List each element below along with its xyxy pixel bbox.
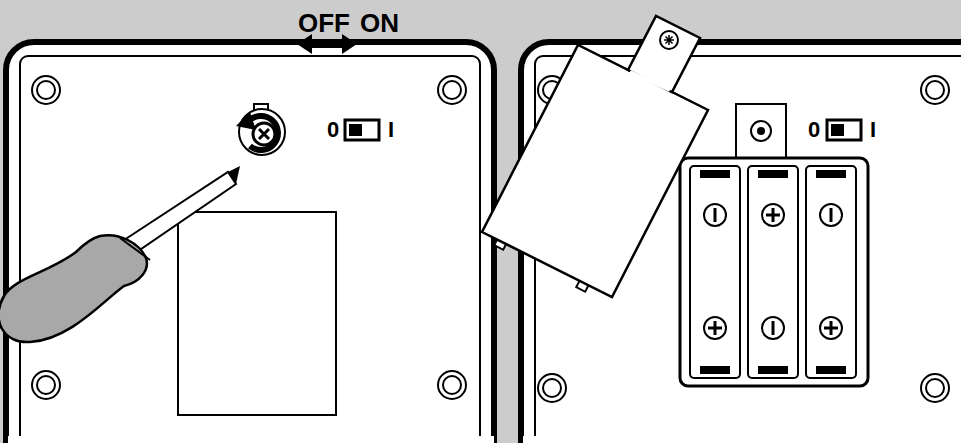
switch-position-mark: 0	[808, 119, 820, 141]
switch-position-mark: I	[388, 119, 394, 141]
left-panel	[0, 34, 494, 443]
switch-state-label: ON	[360, 10, 399, 36]
bottom-strip	[8, 436, 494, 443]
switch-position-mark: 0	[327, 119, 339, 141]
right-panel	[482, 16, 961, 443]
switch-position-mark: I	[870, 119, 876, 141]
switch-state-label: OFF	[298, 10, 350, 36]
battery-cover	[482, 16, 708, 297]
bottom-strip	[523, 436, 961, 443]
